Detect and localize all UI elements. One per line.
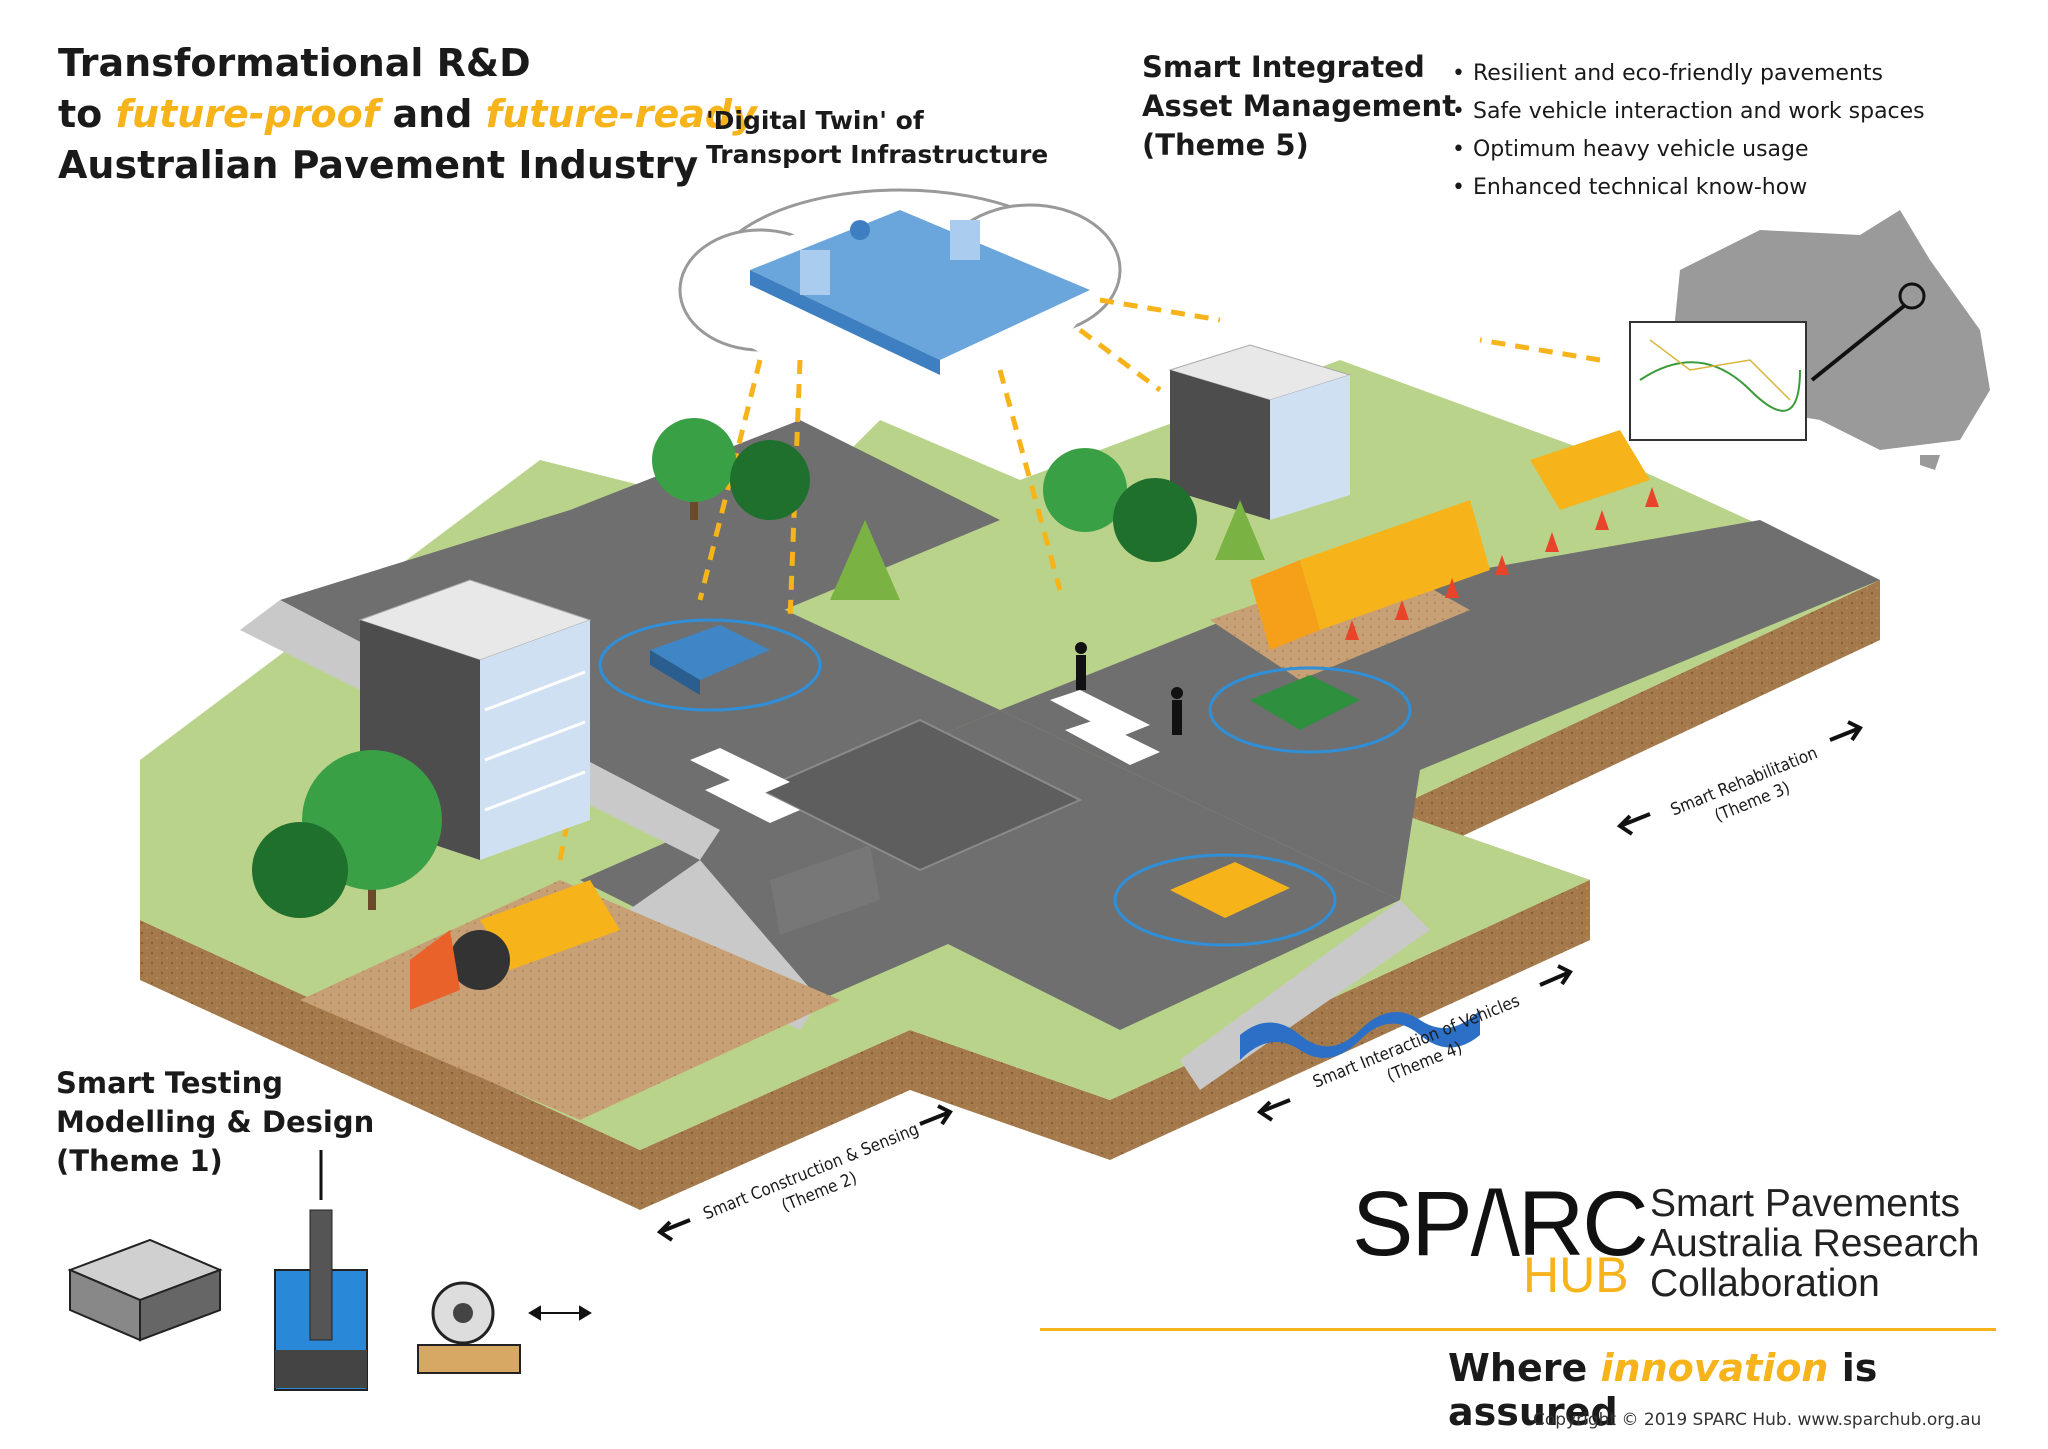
building-right bbox=[1168, 344, 1352, 520]
headline-line2: to future-proof and future-ready bbox=[58, 92, 757, 136]
pedestrians bbox=[1075, 642, 1183, 735]
headline: Transformational R&D to future-proof and… bbox=[58, 38, 757, 191]
tagline-innovation: innovation bbox=[1600, 1346, 1829, 1390]
roller-machine bbox=[410, 880, 620, 1010]
headline-line3: Australian Pavement Industry bbox=[58, 143, 699, 187]
benefit-item: Resilient and eco-friendly pavements bbox=[1452, 55, 1925, 93]
yellow-car bbox=[1113, 853, 1337, 947]
crosswalk bbox=[690, 690, 1160, 823]
blue-car bbox=[598, 618, 822, 712]
copyright-text: Copyright © 2019 SPARC Hub. www.sparchub… bbox=[1533, 1410, 1982, 1430]
tagline: Where innovation is assured bbox=[1448, 1346, 1878, 1434]
australia-map bbox=[1629, 210, 1990, 470]
benefits-list: Resilient and eco-friendly pavements Saf… bbox=[1452, 55, 1925, 207]
grey-van bbox=[770, 845, 880, 935]
sparc-logo-hub: HUB bbox=[1523, 1247, 1629, 1303]
benefit-item: Safe vehicle interaction and work spaces bbox=[1452, 93, 1925, 131]
sparc-logo-wordmark: SP/\RC bbox=[1352, 1173, 1649, 1275]
theme-arrows bbox=[656, 720, 1863, 1242]
paver-machine bbox=[1530, 430, 1650, 510]
theme5-title: Smart Integrated Asset Management (Theme… bbox=[1142, 50, 1457, 162]
traffic-cones bbox=[1345, 487, 1659, 640]
trees bbox=[252, 418, 1265, 918]
headline-line1: Transformational R&D bbox=[58, 41, 531, 85]
benefit-item: Optimum heavy vehicle usage bbox=[1452, 131, 1925, 169]
digital-twin-cloud bbox=[678, 188, 1122, 380]
haul-truck bbox=[1250, 500, 1490, 650]
digital-twin-title: 'Digital Twin' of Transport Infrastructu… bbox=[706, 106, 1049, 169]
future-proof-text: future-proof bbox=[115, 92, 380, 136]
road-wave bbox=[1240, 1010, 1480, 1060]
future-ready-text: future-ready bbox=[485, 92, 757, 136]
divider-line bbox=[1040, 1328, 1996, 1331]
benefit-item: Enhanced technical know-how bbox=[1452, 169, 1925, 207]
sparc-logo-fullname: Smart Pavements Australia Research Colla… bbox=[1650, 1182, 1980, 1305]
theme1-title: Smart Testing Modelling & Design (Theme … bbox=[56, 1066, 375, 1178]
green-car bbox=[1208, 666, 1412, 754]
construction-area bbox=[300, 880, 840, 1120]
testing-icons bbox=[67, 1150, 592, 1391]
